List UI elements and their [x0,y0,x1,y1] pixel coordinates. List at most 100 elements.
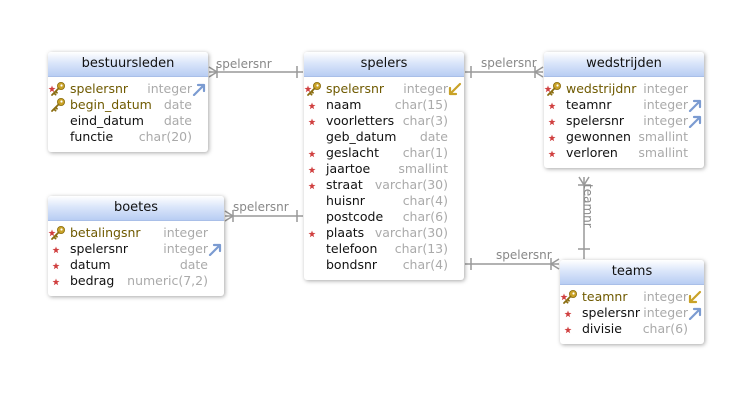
relationship-label: spelersnr [496,248,552,262]
column-type: numeric(7,2) [127,273,208,288]
required-marker-icon [50,241,66,257]
column-type: char(6) [402,209,448,224]
relationship-label: spelersnr [233,200,289,214]
relationship-wedstrijden-teams [578,176,590,259]
required-marker-icon [306,145,322,161]
required-marker-icon [306,225,322,241]
column-name: spelersnr [70,241,129,256]
required-marker-icon [50,273,66,289]
column-name: wedstrijdnr [566,81,637,96]
foreign-key-arrow-up-icon [192,82,208,97]
required-marker-icon [546,97,562,113]
column-name: geslacht [326,145,379,160]
relationship-wedstrijden-spelers [465,66,544,78]
column-type: integer [163,225,208,240]
column-name: divisie [582,321,622,336]
required-marker-icon [562,305,578,321]
column-name: spelersnr [70,81,129,96]
foreign-key-arrow-up-icon [208,242,224,257]
primary-key-icon [50,97,66,113]
column-row[interactable]: postcode char(6) [304,209,464,225]
column-name: naam [326,97,362,112]
foreign-key-arrow-down-icon [688,290,704,304]
column-type: integer [643,81,688,96]
column-row[interactable]: functie char(20) [48,129,208,145]
column-name: begin_datum [70,97,152,112]
column-row[interactable]: wedstrijdnr integer [544,81,704,97]
column-name: huisnr [326,193,365,208]
entity-title: wedstrijden [544,52,704,77]
required-marker-icon [50,257,66,273]
column-name: spelersnr [326,81,385,96]
column-name: plaats [326,225,365,240]
column-name: geb_datum [326,129,397,144]
column-type: integer [643,289,688,304]
relationship-bestuursleden-spelers [208,66,303,78]
column-row[interactable]: divisie char(6) [560,321,704,337]
primary-key-icon [48,81,66,97]
column-type: varchar(30) [374,177,448,192]
column-row[interactable]: spelersnr integer [48,241,224,257]
column-type: char(6) [642,321,688,336]
column-name: functie [70,129,114,144]
column-type: integer [643,113,688,128]
primary-key-icon [48,225,66,241]
column-type: char(15) [394,97,448,112]
required-marker-icon [546,113,562,129]
column-type: date [419,129,448,144]
column-type: integer [163,241,208,256]
required-marker-icon [306,177,322,193]
column-name: datum [70,257,111,272]
entity-title: teams [560,260,704,285]
entity-title: spelers [304,52,464,77]
relationship-label: spelersnr [216,57,272,71]
required-marker-icon [546,145,562,161]
column-name: spelersnr [582,305,641,320]
column-name: postcode [326,209,384,224]
column-type: date [163,113,192,128]
column-row[interactable]: geb_datum date [304,129,464,145]
entity-spelers[interactable]: spelers spelersnr integer naam char(15) vo… [304,52,464,280]
column-type: char(20) [138,129,192,144]
column-type: char(13) [394,241,448,256]
column-type: char(4) [402,257,448,272]
column-type: integer [643,97,688,112]
entity-title: boetes [48,196,224,221]
column-type: integer [403,81,448,96]
column-name: verloren [566,145,618,160]
column-row[interactable]: naam char(15) [304,97,464,113]
primary-key-icon [304,81,322,97]
foreign-key-arrow-up-icon [688,306,704,321]
entity-title: bestuursleden [48,52,208,77]
column-name: voorletters [326,113,395,128]
required-marker-icon [306,97,322,113]
relationship-boetes-spelers [224,210,303,222]
column-row[interactable]: spelersnr integer [304,81,464,97]
relationship-teams-spelers [465,258,560,270]
